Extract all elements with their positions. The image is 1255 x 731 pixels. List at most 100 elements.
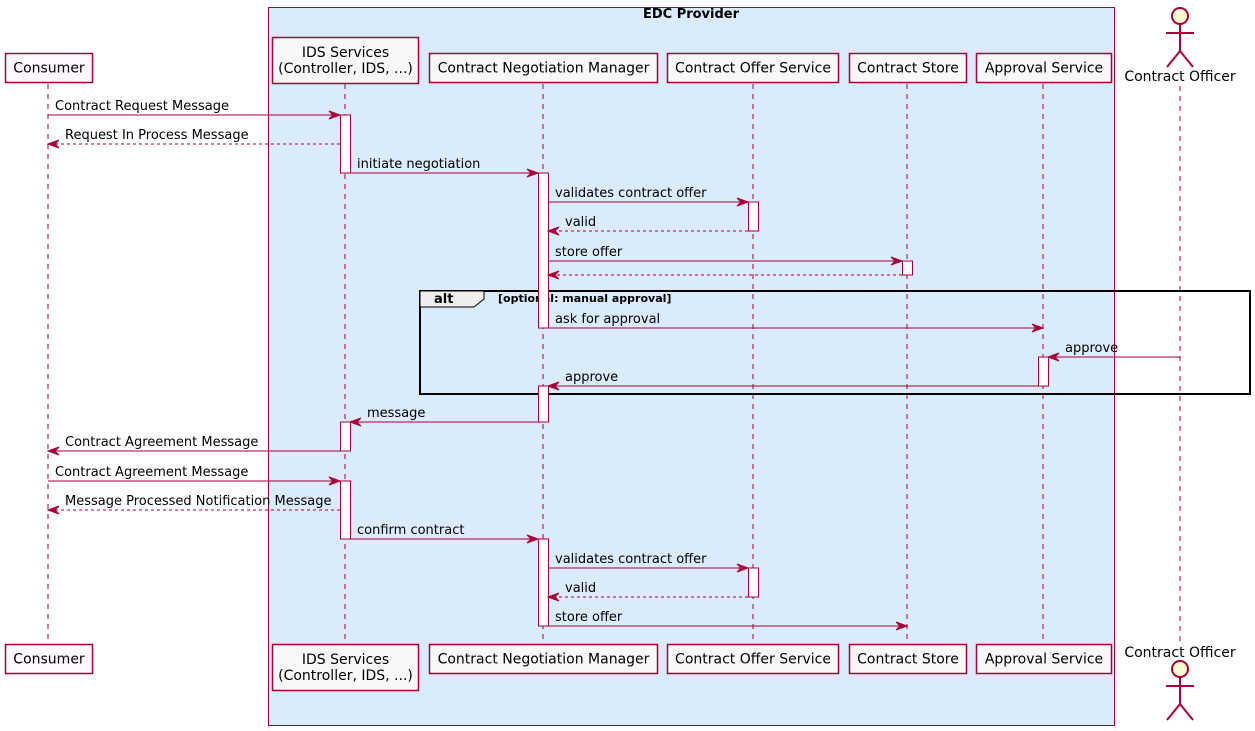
message-arrow: approve — [546, 370, 1038, 391]
message-label: initiate negotiation — [357, 157, 480, 172]
group-box — [268, 7, 1115, 726]
message-label: approve — [1065, 341, 1118, 356]
participant-ids-top: IDS Services(Controller, IDS, ...) — [271, 36, 420, 85]
message-label: Message Processed Notification Message — [65, 494, 332, 509]
message-label: Contract Request Message — [55, 99, 229, 114]
participant-box — [848, 643, 968, 675]
activation-bar — [538, 538, 549, 627]
message-label: message — [367, 406, 425, 421]
message-arrowhead — [546, 381, 560, 391]
message-arrow: Contract Agreement Message — [48, 465, 342, 486]
message-label: validates contract offer — [555, 186, 707, 201]
participant-box — [975, 52, 1113, 84]
participant-label: Approval Service — [985, 652, 1103, 668]
message-arrowhead — [328, 476, 342, 486]
message-label: validates contract offer — [555, 552, 707, 567]
message-label: Request In Process Message — [65, 128, 249, 143]
participant-cnm-top: Contract Negotiation Manager — [428, 52, 659, 84]
participant-box — [271, 643, 420, 692]
person-icon-right-leg — [1179, 703, 1194, 721]
person-icon-left-leg — [1166, 50, 1181, 68]
participant-box — [271, 36, 420, 85]
participant-ids-bottom: IDS Services(Controller, IDS, ...) — [271, 643, 420, 692]
message-arrow: message — [348, 406, 538, 427]
activation-bar — [538, 385, 549, 423]
message-label: ask for approval — [555, 312, 660, 327]
actor-officer-bottom: Contract Officer — [1124, 645, 1236, 721]
person-icon — [1166, 7, 1194, 68]
message-label: store offer — [555, 245, 623, 260]
participant-cnm-bottom: Contract Negotiation Manager — [428, 643, 659, 675]
message-arrow: validates contract offer — [548, 552, 750, 573]
alt-header-tab — [419, 290, 485, 308]
message-arrowhead — [890, 256, 904, 266]
participant-label: IDS Services — [302, 652, 389, 668]
message-arrowhead — [348, 417, 362, 427]
participant-label: Contract Offer Service — [675, 652, 831, 668]
message-arrow: confirm contract — [350, 523, 540, 544]
activation-bar — [902, 260, 913, 276]
message-arrowhead — [46, 139, 60, 149]
message-label: store offer — [555, 610, 623, 625]
participant-label: Approval Service — [985, 61, 1103, 77]
message-arrow: approve — [1046, 341, 1180, 362]
participant-label: Contract Negotiation Manager — [438, 61, 650, 77]
message-arrow — [546, 270, 902, 280]
participant-box — [666, 52, 840, 84]
participant-cs-bottom: Contract Store — [848, 643, 968, 675]
alt-keyword: alt — [434, 292, 453, 307]
participant-as-top: Approval Service — [975, 52, 1113, 84]
message-arrowhead — [46, 505, 60, 515]
participant-label: (Controller, IDS, ...) — [278, 668, 413, 684]
message-arrowhead — [546, 592, 560, 602]
participant-cos-bottom: Contract Offer Service — [666, 643, 840, 675]
participant-box — [428, 52, 659, 84]
message-arrow: Contract Request Message — [48, 99, 342, 120]
message-label: Contract Agreement Message — [55, 465, 248, 480]
activation-bar — [748, 567, 759, 598]
activation-bar — [538, 172, 549, 329]
participant-label: Contract Store — [857, 652, 959, 668]
activations-layer — [340, 114, 1049, 627]
message-arrowhead — [1046, 352, 1060, 362]
participant-label: Consumer — [13, 61, 85, 77]
message-arrow: store offer — [548, 610, 909, 631]
participant-cs-top: Contract Store — [848, 52, 968, 84]
actor-label: Contract Officer — [1124, 645, 1236, 661]
participant-label: Contract Negotiation Manager — [438, 652, 650, 668]
actor-officer-top: Contract Officer — [1124, 7, 1236, 85]
participant-consumer-top: Consumer — [4, 52, 94, 84]
participant-box — [4, 643, 94, 675]
message-label: confirm contract — [357, 523, 464, 538]
message-arrowhead — [526, 534, 540, 544]
message-arrow: Contract Agreement Message — [46, 435, 340, 456]
activation-bar — [340, 480, 351, 540]
alt-guard: [optional: manual approval] — [498, 292, 671, 305]
message-arrowhead — [736, 563, 750, 573]
message-arrowhead — [1031, 323, 1045, 333]
alt-frame — [419, 290, 1251, 395]
message-arrowhead — [328, 110, 342, 120]
person-icon-head — [1171, 7, 1189, 25]
activation-bar — [748, 201, 759, 232]
actor-label: Contract Officer — [1124, 69, 1236, 85]
message-arrow: ask for approval — [548, 312, 1045, 333]
message-arrow: initiate negotiation — [350, 157, 540, 178]
participant-box — [975, 643, 1113, 675]
message-label: approve — [565, 370, 618, 385]
group-box-layer: EDC Provider — [268, 7, 1115, 726]
message-arrow: valid — [546, 581, 748, 602]
message-arrow: Request In Process Message — [46, 128, 340, 149]
person-icon — [1166, 660, 1194, 721]
participant-label: (Controller, IDS, ...) — [278, 61, 413, 77]
participant-consumer-bottom: Consumer — [4, 643, 94, 675]
activation-bar — [1038, 356, 1049, 387]
message-arrowhead — [895, 621, 909, 631]
person-icon-right-leg — [1179, 50, 1194, 68]
message-arrow: validates contract offer — [548, 186, 750, 207]
message-arrow: store offer — [548, 245, 904, 266]
participant-box — [666, 643, 840, 675]
person-icon-head — [1171, 660, 1189, 678]
